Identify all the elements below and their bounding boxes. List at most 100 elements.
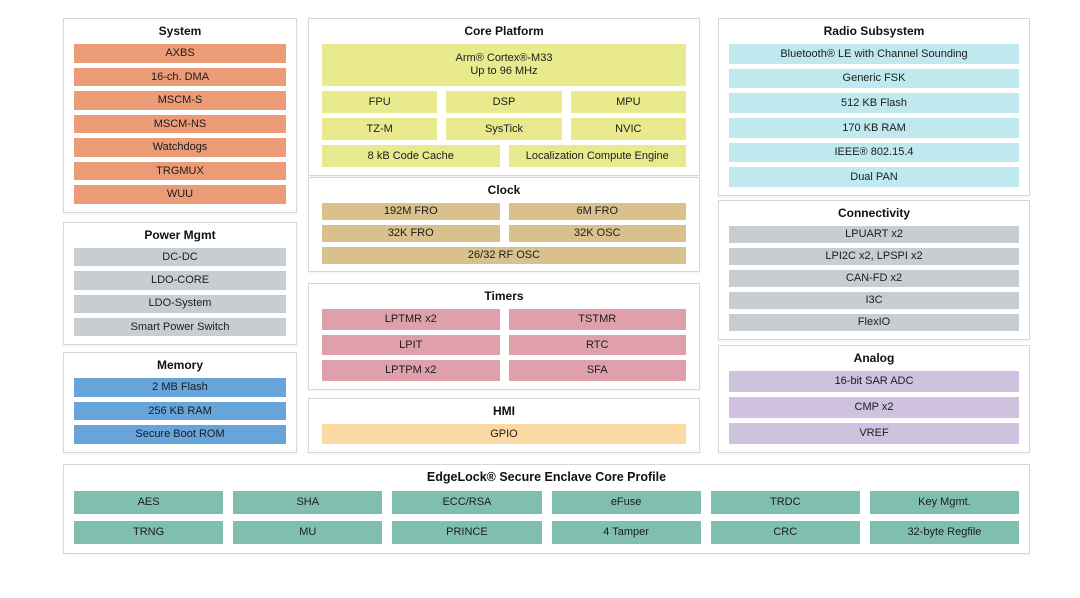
block-row: IEEE® 802.15.4 (729, 142, 1019, 163)
block-generic-fsk: Generic FSK (729, 68, 1019, 89)
block-dc-dc: DC-DC (74, 248, 286, 267)
block-row: 256 KB RAM (74, 401, 286, 421)
group-title-timers: Timers (484, 289, 524, 303)
block-26-32-rf-osc: 26/32 RF OSC (322, 247, 686, 264)
block-row: CAN-FD x2 (729, 270, 1019, 287)
group-radio-subsystem: Radio Subsystem Bluetooth® LE with Chann… (718, 18, 1030, 196)
block-row: 16-ch. DMA (74, 67, 286, 87)
block-can-fd-x2: CAN-FD x2 (729, 270, 1019, 287)
block-row: FPU DSP MPU (322, 90, 686, 113)
block-row: LDO-System (74, 294, 286, 313)
block-trng: TRNG (74, 521, 224, 544)
block-flexio: FlexIO (729, 314, 1019, 331)
block-row: AXBS (74, 44, 286, 63)
block-lpi2c-x2-lpspi-x2: LPI2C x2, LPSPI x2 (729, 248, 1019, 265)
block-arm-cortex-m33-up-to-96-mhz: Arm® Cortex®-M33 Up to 96 MHz (322, 44, 686, 86)
block-lpit: LPIT (322, 334, 500, 356)
block-grid-analog: 16-bit SAR ADC CMP x2 VREF (719, 369, 1029, 452)
group-title-analog: Analog (853, 351, 895, 365)
block-watchdogs: Watchdogs (74, 138, 286, 157)
block-row: Smart Power Switch (74, 317, 286, 336)
block-nvic: NVIC (570, 117, 686, 140)
group-title-radio-subsystem: Radio Subsystem (823, 24, 925, 38)
block-row: WUU (74, 185, 286, 205)
block-row: CMP x2 (729, 397, 1019, 418)
block-row: Dual PAN (729, 167, 1019, 188)
block-row: MSCM-NS (74, 114, 286, 134)
block-i3c: I3C (729, 292, 1019, 309)
block-gpio: GPIO (322, 424, 686, 444)
block-rtc: RTC (508, 334, 686, 356)
block-wuu: WUU (74, 185, 286, 205)
block-tz-m: TZ-M (322, 117, 438, 140)
block-sha: SHA (233, 491, 383, 514)
block-2-mb-flash: 2 MB Flash (74, 378, 286, 397)
block-192m-fro: 192M FRO (322, 203, 500, 220)
group-title-system: System (158, 24, 202, 38)
block-fpu: FPU (322, 90, 438, 113)
block-256-kb-ram: 256 KB RAM (74, 401, 286, 421)
group-analog: Analog 16-bit SAR ADC CMP x2 VREF (718, 345, 1030, 453)
block-row: LDO-CORE (74, 271, 286, 290)
group-memory: Memory 2 MB Flash 256 KB RAM Secure Boot R… (63, 352, 297, 453)
block-trgmux: TRGMUX (74, 161, 286, 181)
block-16-ch-dma: 16-ch. DMA (74, 67, 286, 87)
block-row: LPIT RTC (322, 334, 686, 356)
block-16-bit-sar-adc: 16-bit SAR ADC (729, 371, 1019, 392)
block-row: 2 MB Flash (74, 378, 286, 397)
block-sfa: SFA (508, 360, 686, 382)
block-6m-fro: 6M FRO (508, 203, 686, 220)
block-row: Secure Boot ROM (74, 425, 286, 445)
group-title-memory: Memory (156, 358, 203, 372)
block-row: LPI2C x2, LPSPI x2 (729, 248, 1019, 265)
block-localization-compute-engine: Localization Compute Engine (508, 144, 686, 168)
block-8-kb-code-cache: 8 kB Code Cache (322, 144, 500, 168)
block-512-kb-flash: 512 KB Flash (729, 93, 1019, 114)
block-lptmr-x2: LPTMR x2 (322, 309, 500, 330)
block-170-kb-ram: 170 KB RAM (729, 118, 1019, 138)
block-ldo-core: LDO-CORE (74, 271, 286, 290)
block-grid-connectivity: LPUART x2 LPI2C x2, LPSPI x2 CAN-FD x2 I3C F… (719, 224, 1029, 339)
group-core-platform: Core Platform Arm® Cortex®-M33 Up to 96 … (308, 18, 700, 176)
block-row: 8 kB Code Cache Localization Compute Engi… (322, 144, 686, 168)
block-ieee-802-15-4: IEEE® 802.15.4 (729, 142, 1019, 163)
block-prince: PRINCE (392, 521, 542, 544)
block-tstmr: TSTMR (508, 309, 686, 330)
block-dual-pan: Dual PAN (729, 167, 1019, 188)
block-efuse: eFuse (551, 491, 701, 514)
block-row: GPIO (322, 424, 686, 444)
block-row: 26/32 RF OSC (322, 247, 686, 264)
block-trdc: TRDC (710, 491, 860, 514)
block-mpu: MPU (570, 90, 686, 113)
block-row: 16-bit SAR ADC (729, 371, 1019, 392)
block-dsp: DSP (446, 90, 562, 113)
block-row: I3C (729, 292, 1019, 309)
block-lpuart-x2: LPUART x2 (729, 226, 1019, 243)
block-row: LPTMR x2 TSTMR (322, 309, 686, 330)
block-row: 512 KB Flash (729, 93, 1019, 114)
group-title-edgelock: EdgeLock® Secure Enclave Core Profile (426, 470, 667, 484)
block-row: 192M FRO 6M FRO (322, 203, 686, 220)
block-row: 170 KB RAM (729, 118, 1019, 138)
block-vref: VREF (729, 423, 1019, 444)
block-bluetooth-le-with-channel-sounding: Bluetooth® LE with Channel Sounding (729, 44, 1019, 64)
block-crc: CRC (710, 521, 860, 544)
block-32-byte-regfile: 32-byte Regfile (869, 521, 1020, 544)
block-row: Generic FSK (729, 68, 1019, 89)
group-edgelock-secure-enclave: EdgeLock® Secure Enclave Core Profile AE… (63, 464, 1030, 554)
block-32k-osc: 32K OSC (508, 225, 686, 242)
